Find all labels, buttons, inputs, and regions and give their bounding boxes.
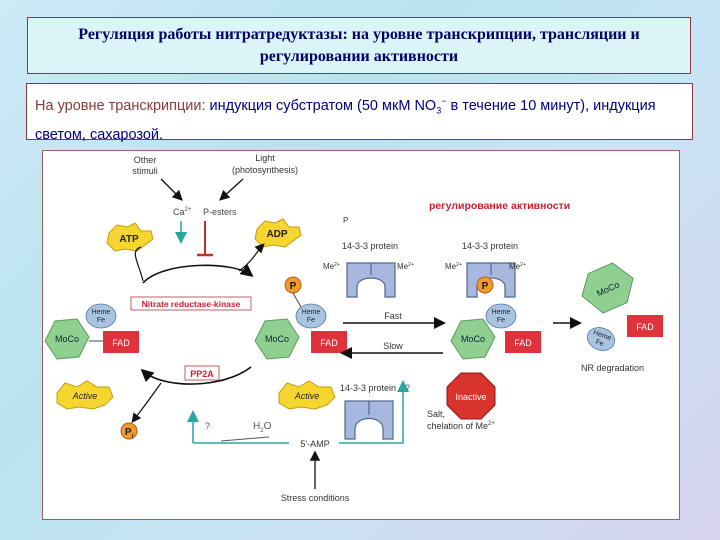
activity-regulation-label: регулирование активности <box>429 200 570 212</box>
protein-label-bottom: 14-3-3 protein <box>340 383 396 393</box>
phosphate-pi <box>120 422 138 440</box>
svg-text:Heme: Heme <box>302 309 321 316</box>
degraded-moco: MoCo <box>581 262 634 314</box>
kinase-box <box>130 296 252 311</box>
svg-text:Fe: Fe <box>307 317 315 324</box>
metal-label-bound-left: Me2+ <box>445 262 462 271</box>
calcium-label: Ca2+ <box>173 207 192 217</box>
svg-text:Heme: Heme <box>92 309 111 316</box>
transcription-text-1: индукция субстратом (50 мкМ NO <box>205 97 437 114</box>
metal-label-bound-right: Me2+ <box>509 262 526 271</box>
inactive-badge: Inactive <box>446 372 496 420</box>
svg-text:Inactive: Inactive <box>455 392 486 402</box>
dephosphorylation-arc <box>140 366 252 385</box>
adp-badge: ADP <box>254 218 302 248</box>
protein-label-bound: 14-3-3 protein <box>462 241 518 251</box>
transcription-note: На уровне транскрипции: индукция субстра… <box>26 83 693 143</box>
svg-text:MoCo: MoCo <box>461 334 485 344</box>
svg-text:P: P <box>482 281 489 292</box>
svg-text:Active: Active <box>294 391 320 401</box>
p-label: P <box>343 216 348 225</box>
fad-box-left <box>103 331 139 353</box>
amp-label: 5'-AMP <box>300 439 329 449</box>
svg-text:FAD: FAD <box>320 338 338 348</box>
phosphorylation-arc <box>142 264 254 284</box>
kinase-label: Nitrate reductase-kinase <box>142 299 241 309</box>
protein-top <box>346 262 396 298</box>
adp-arc <box>238 243 265 272</box>
svg-text:Fe: Fe <box>594 339 604 348</box>
regulation-diagram: Other stimuli Light (photosynthesis) Ca2… <box>42 150 680 520</box>
no3-superscript: − <box>441 96 447 106</box>
svg-text:Fe: Fe <box>97 317 105 324</box>
svg-text:Fe: Fe <box>497 317 505 324</box>
metal-label-top-right: Me2+ <box>397 262 414 271</box>
slow-label: Slow <box>383 341 403 351</box>
protein-label-top: 14-3-3 protein <box>342 241 398 251</box>
stimuli-arrow <box>160 178 183 201</box>
p-esters-label: P-esters <box>203 207 237 217</box>
degraded-fad: FAD <box>627 315 663 337</box>
water-label: H2O <box>253 421 272 434</box>
nr-degradation-label: NR degradation <box>581 363 644 373</box>
svg-text:FAD: FAD <box>514 338 532 348</box>
protein-bottom <box>344 400 394 440</box>
fast-label: Fast <box>384 311 402 321</box>
amp-to-protein-arrow <box>339 380 409 444</box>
atp-badge: ATP <box>106 222 154 252</box>
svg-text:FAD: FAD <box>112 338 130 348</box>
active-badge-middle: Active <box>278 380 336 410</box>
no3-subscript: 3 <box>436 105 442 116</box>
transcription-text-2: в течение 10 минут), индукция светом, са… <box>35 97 656 143</box>
svg-text:ADP: ADP <box>266 229 287 240</box>
water-arrow <box>220 436 270 442</box>
metal-label-top-left: Me2+ <box>323 262 340 271</box>
other-stimuli-label-2: stimuli <box>132 166 158 176</box>
protein-bound <box>466 262 516 298</box>
phosphate-pi-label: Pi <box>125 427 134 440</box>
page-title-text: Регуляция работы нитратредуктазы: на уро… <box>78 25 640 65</box>
degraded-heme: Heme Fe <box>586 327 616 351</box>
moco-hexagon-left <box>44 318 90 360</box>
question-mark-left: ? <box>205 421 210 431</box>
pp2a-label: PP2A <box>190 369 214 379</box>
transcription-lead: На уровне транскрипции: <box>35 97 206 114</box>
svg-text:FAD: FAD <box>636 322 654 332</box>
light-arrow <box>219 178 244 201</box>
nr-left: MoCo FAD Heme Fe <box>44 303 139 360</box>
diagram-svg: Other stimuli Light (photosynthesis) Ca2… <box>44 153 663 503</box>
pp2a-box <box>184 365 220 381</box>
light-label: Light <box>255 153 275 163</box>
fad-box-middle <box>311 331 347 353</box>
pi-release-arc <box>131 382 162 423</box>
svg-text:MoCo: MoCo <box>265 334 289 344</box>
atp-arc <box>134 246 144 282</box>
svg-text:MoCo: MoCo <box>55 334 79 344</box>
stress-label: Stress conditions <box>281 493 350 503</box>
moco-hexagon-middle <box>254 318 300 360</box>
nr-bound: MoCo FAD Heme Fe P <box>450 276 541 360</box>
photosynthesis-label: (photosynthesis) <box>232 165 298 175</box>
page-title: Регуляция работы нитратредуктазы: на уро… <box>27 17 691 74</box>
active-badge-left: Active <box>56 380 114 410</box>
salt-label: Salt, <box>427 409 445 419</box>
nr-middle: MoCo FAD Heme Fe P <box>254 276 347 360</box>
heme-middle <box>295 303 327 329</box>
svg-text:ATP: ATP <box>119 234 139 245</box>
svg-text:Heme: Heme <box>492 309 511 316</box>
svg-text:Active: Active <box>72 391 98 401</box>
chelation-label: chelation of Me2+ <box>427 421 495 431</box>
heme-left <box>85 303 117 329</box>
question-mark-right: ? <box>405 383 410 393</box>
svg-text:P: P <box>290 281 297 292</box>
other-stimuli-label: Other <box>134 155 157 165</box>
